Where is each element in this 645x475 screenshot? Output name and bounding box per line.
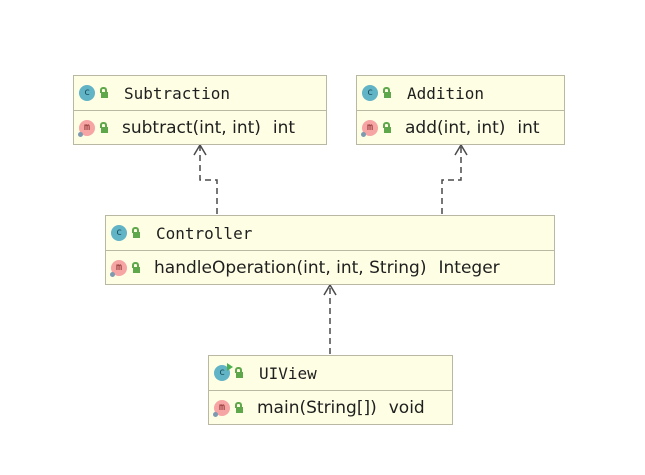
method-signature: main(String[]) <box>257 397 377 418</box>
method-return-type: Integer <box>438 257 500 278</box>
method-icon: m <box>213 399 230 417</box>
method-row[interactable]: m main(String[]) void <box>209 391 452 424</box>
public-visibility-icon <box>100 87 108 98</box>
class-name: Subtraction <box>124 83 230 103</box>
method-row[interactable]: m subtract(int, int) int <box>74 111 326 144</box>
class-icon: c <box>79 85 95 101</box>
class-name: Controller <box>156 223 253 243</box>
runnable-class-icon: c <box>214 363 233 381</box>
dependency-controller-to-addition <box>441 146 462 214</box>
public-visibility-icon <box>100 121 108 133</box>
class-name: UIView <box>259 363 317 383</box>
public-visibility-icon <box>235 367 243 378</box>
method-signature: add(int, int) <box>405 117 506 138</box>
method-row[interactable]: m handleOperation(int, int, String) Inte… <box>106 251 554 284</box>
method-icon: m <box>361 119 378 137</box>
arrowhead-addition <box>454 143 468 156</box>
public-visibility-icon <box>383 87 391 98</box>
class-icon: c <box>362 85 378 101</box>
method-signature: handleOperation(int, int, String) <box>154 257 427 278</box>
method-return-type: int <box>272 117 296 138</box>
class-header: c Addition <box>357 76 564 111</box>
method-signature: subtract(int, int) <box>122 117 261 138</box>
class-name: Addition <box>407 83 485 103</box>
class-icon: c <box>111 225 127 241</box>
public-visibility-icon <box>383 121 391 133</box>
class-header: c Subtraction <box>74 76 326 111</box>
arrowhead-subtraction <box>193 143 207 156</box>
class-subtraction[interactable]: c Subtraction m subtract(int, int) int <box>73 75 327 145</box>
class-header: c UIView <box>209 356 452 391</box>
method-row[interactable]: m add(int, int) int <box>357 111 564 144</box>
method-return-type: int <box>517 117 540 138</box>
public-visibility-icon <box>235 401 243 413</box>
method-icon: m <box>110 259 127 277</box>
class-uiview[interactable]: c UIView m main(String[]) void <box>208 355 453 425</box>
arrowhead-controller <box>323 283 337 296</box>
method-return-type: void <box>388 397 425 418</box>
class-header: c Controller <box>106 216 554 251</box>
dependency-controller-to-subtraction <box>199 146 218 214</box>
public-visibility-icon <box>132 227 140 238</box>
class-controller[interactable]: c Controller m handleOperation(int, int,… <box>105 215 555 285</box>
class-addition[interactable]: c Addition m add(int, int) int <box>356 75 565 145</box>
public-visibility-icon <box>132 261 140 273</box>
method-icon: m <box>78 119 95 137</box>
